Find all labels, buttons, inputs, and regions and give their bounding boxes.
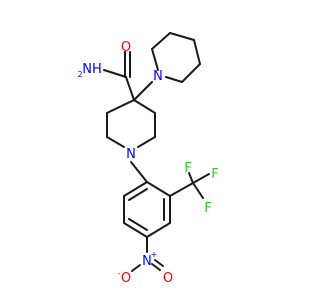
bond-pip-c2-c3 <box>151 32 171 50</box>
fluorine-label-1: F <box>184 161 191 176</box>
amide-n-label: NH <box>82 62 102 77</box>
ring-n-label: N <box>126 147 136 162</box>
bond-nitro-o-single <box>131 264 141 272</box>
bond-pip-n-c2 <box>151 48 159 71</box>
bond-carbonyl-n <box>103 69 127 78</box>
piperidine-n-label: N <box>153 69 163 84</box>
nitro-o-double-label: O <box>163 271 173 286</box>
bond-ar-c6-c1 <box>123 181 148 197</box>
atom-labels: NH 2 O N N F F F N + O - O <box>77 40 218 286</box>
bond-ring-c2-n <box>137 136 156 148</box>
bond-ar-c1-c2 <box>146 181 171 197</box>
fluorine-label-3: F <box>204 201 211 216</box>
bond-ar-cf3 <box>169 182 194 197</box>
bond-c4-carbonyl <box>125 76 135 101</box>
bond-cf3-f3 <box>192 182 204 199</box>
bond-ar-c6-c1-inner <box>128 188 148 201</box>
bond-pip-c6-n <box>165 76 183 83</box>
bond-cf3-f1 <box>188 172 194 184</box>
bond-ar-c4-c5-inner <box>128 218 148 231</box>
bonds <box>103 32 210 272</box>
nitro-n-charge: + <box>151 250 158 259</box>
bond-pip-c3-c4 <box>169 32 195 41</box>
chemical-structure: NH 2 O N N F F F N + O - O <box>77 32 219 286</box>
bond-ring-n-c6 <box>106 136 125 148</box>
bond-pip-c5-c6 <box>181 63 201 83</box>
bond-ring-c4-c3 <box>133 99 156 114</box>
nitro-n-label: N <box>142 254 152 269</box>
nitro-o-charge: - <box>118 269 121 278</box>
bond-ar-c3-c4 <box>146 222 171 238</box>
bond-cf3-f2 <box>192 173 210 184</box>
bond-ring-c5-c4 <box>106 99 135 114</box>
bond-c4-piperidine-n <box>133 81 153 101</box>
amide-n-subscript: 2 <box>77 70 82 79</box>
bond-nitro-o-double-second <box>154 259 164 267</box>
bond-ar-c4-c5 <box>123 222 148 238</box>
bond-n-aryl <box>130 161 148 183</box>
nitro-o-single-label: O <box>121 271 131 286</box>
bond-nitro-o-double <box>151 263 161 271</box>
bond-pip-c4-c5 <box>193 39 201 65</box>
amide-o-label: O <box>121 40 131 55</box>
fluorine-label-2: F <box>211 167 218 182</box>
